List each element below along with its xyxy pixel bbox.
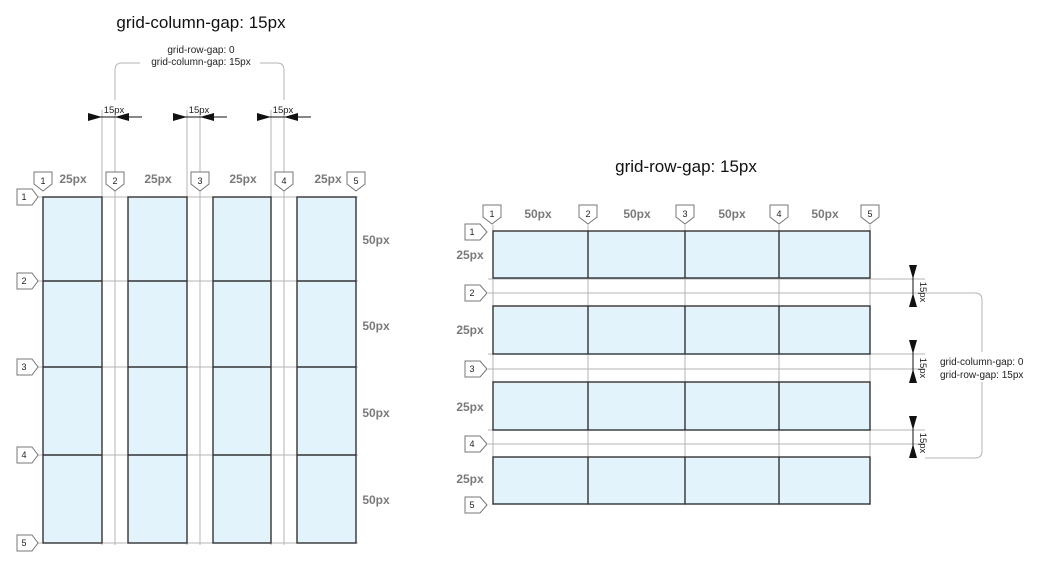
left-note-line-1: grid-row-gap: 0 <box>167 45 235 56</box>
grid-column-cells <box>213 197 271 543</box>
column-line-marker <box>675 204 695 225</box>
row-line-number: 5 <box>21 538 26 548</box>
right-grid-cells <box>492 230 871 505</box>
column-line-number: 1 <box>489 209 494 219</box>
column-line-number: 1 <box>40 176 45 186</box>
gap-height-label: 15px <box>917 282 928 303</box>
right-title: grid-row-gap: 15px <box>615 157 757 176</box>
row-line-marker <box>16 358 39 376</box>
row-line-number: 4 <box>469 439 474 449</box>
right-note-bg <box>938 352 1042 382</box>
column-line-marker <box>33 171 53 192</box>
grid-column-cells <box>43 197 102 543</box>
left-row-height-label: 50px <box>362 233 390 247</box>
row-line-marker <box>16 446 39 464</box>
grid-column-cells <box>297 197 356 543</box>
left-cell-borders <box>42 196 357 544</box>
column-line-marker <box>578 204 598 225</box>
column-line-marker <box>482 204 502 225</box>
left-grid-cells <box>42 196 357 544</box>
column-line-number: 4 <box>281 176 286 186</box>
left-row-line-markers: 1 2 3 4 5 <box>16 188 39 552</box>
right-row-height-label: 25px <box>456 472 484 486</box>
column-line-number: 5 <box>867 209 872 219</box>
right-col-width-label: 50px <box>623 207 651 221</box>
row-line-marker <box>464 435 488 453</box>
right-gap-dimension: 15px <box>909 340 928 383</box>
column-line-marker <box>105 171 125 192</box>
gap-height-label: 15px <box>917 433 928 454</box>
row-line-number: 1 <box>21 192 26 202</box>
right-col-width-label: 50px <box>718 207 746 221</box>
left-col-width-label: 25px <box>144 172 172 186</box>
right-gap-dimension: 15px <box>909 416 928 458</box>
left-col-width-label: 25px <box>314 172 342 186</box>
column-line-marker <box>769 204 789 225</box>
row-line-marker <box>464 496 488 514</box>
left-diagram: grid-column-gap: 15px grid-row-gap: 0 gr… <box>16 13 390 552</box>
left-note-bg <box>140 43 260 68</box>
row-line-number: 4 <box>21 450 26 460</box>
column-line-number: 2 <box>112 176 117 186</box>
left-gap-dimension: 15px <box>257 105 311 121</box>
left-gap-dimension: 15px <box>88 105 142 121</box>
left-column-line-markers: 1 2 3 4 5 <box>33 171 366 192</box>
row-line-marker <box>16 188 39 206</box>
row-line-number: 1 <box>469 227 474 237</box>
column-line-number: 5 <box>353 176 358 186</box>
row-line-number: 5 <box>469 500 474 510</box>
right-column-line-markers: 1 2 3 4 5 <box>482 204 880 225</box>
left-row-height-label: 50px <box>362 406 390 420</box>
right-row-height-label: 25px <box>456 248 484 262</box>
right-col-width-label: 50px <box>811 207 839 221</box>
right-note-line-2: grid-row-gap: 15px <box>940 370 1023 381</box>
grid-row-cells <box>493 306 870 354</box>
column-line-number: 3 <box>197 176 202 186</box>
row-line-marker <box>16 534 39 552</box>
left-note-bracket <box>114 62 285 100</box>
right-note-line-1: grid-column-gap: 0 <box>940 357 1024 368</box>
column-line-marker <box>274 171 294 192</box>
grid-row-cells <box>493 382 870 430</box>
right-gap-dimension: 15px <box>909 265 928 307</box>
row-line-marker <box>464 360 488 378</box>
column-line-marker <box>860 204 880 225</box>
column-line-marker <box>346 171 366 192</box>
right-row-height-label: 25px <box>456 400 484 414</box>
row-line-number: 2 <box>469 288 474 298</box>
left-note-line-2: grid-column-gap: 15px <box>151 57 251 68</box>
column-line-number: 4 <box>776 209 781 219</box>
grid-column-cells <box>128 197 187 543</box>
column-line-number: 3 <box>682 209 687 219</box>
row-line-number: 2 <box>21 276 26 286</box>
gap-width-label: 15px <box>104 105 125 116</box>
right-col-width-label: 50px <box>524 207 552 221</box>
left-row-height-label: 50px <box>362 319 390 333</box>
gap-height-label: 15px <box>917 358 928 379</box>
right-row-height-label: 25px <box>456 323 484 337</box>
gap-width-label: 15px <box>189 105 210 116</box>
left-col-width-label: 25px <box>59 172 87 186</box>
right-cell-borders <box>492 230 871 505</box>
grid-row-cells <box>493 231 870 278</box>
right-row-line-markers: 1 2 3 4 5 <box>464 223 488 514</box>
left-col-width-label: 25px <box>229 172 257 186</box>
row-line-marker <box>464 284 488 302</box>
left-row-height-label: 50px <box>362 493 390 507</box>
row-line-marker <box>16 272 39 290</box>
gap-width-label: 15px <box>273 105 294 116</box>
left-title: grid-column-gap: 15px <box>116 13 286 32</box>
column-line-marker <box>190 171 210 192</box>
right-diagram: grid-row-gap: 15px grid-column-gap: 0 gr… <box>456 157 1042 514</box>
grid-row-cells <box>493 457 870 504</box>
row-line-number: 3 <box>469 364 474 374</box>
column-line-number: 2 <box>585 209 590 219</box>
row-line-marker <box>464 223 488 241</box>
left-gap-dimension: 15px <box>173 105 227 121</box>
row-line-number: 3 <box>21 362 26 372</box>
